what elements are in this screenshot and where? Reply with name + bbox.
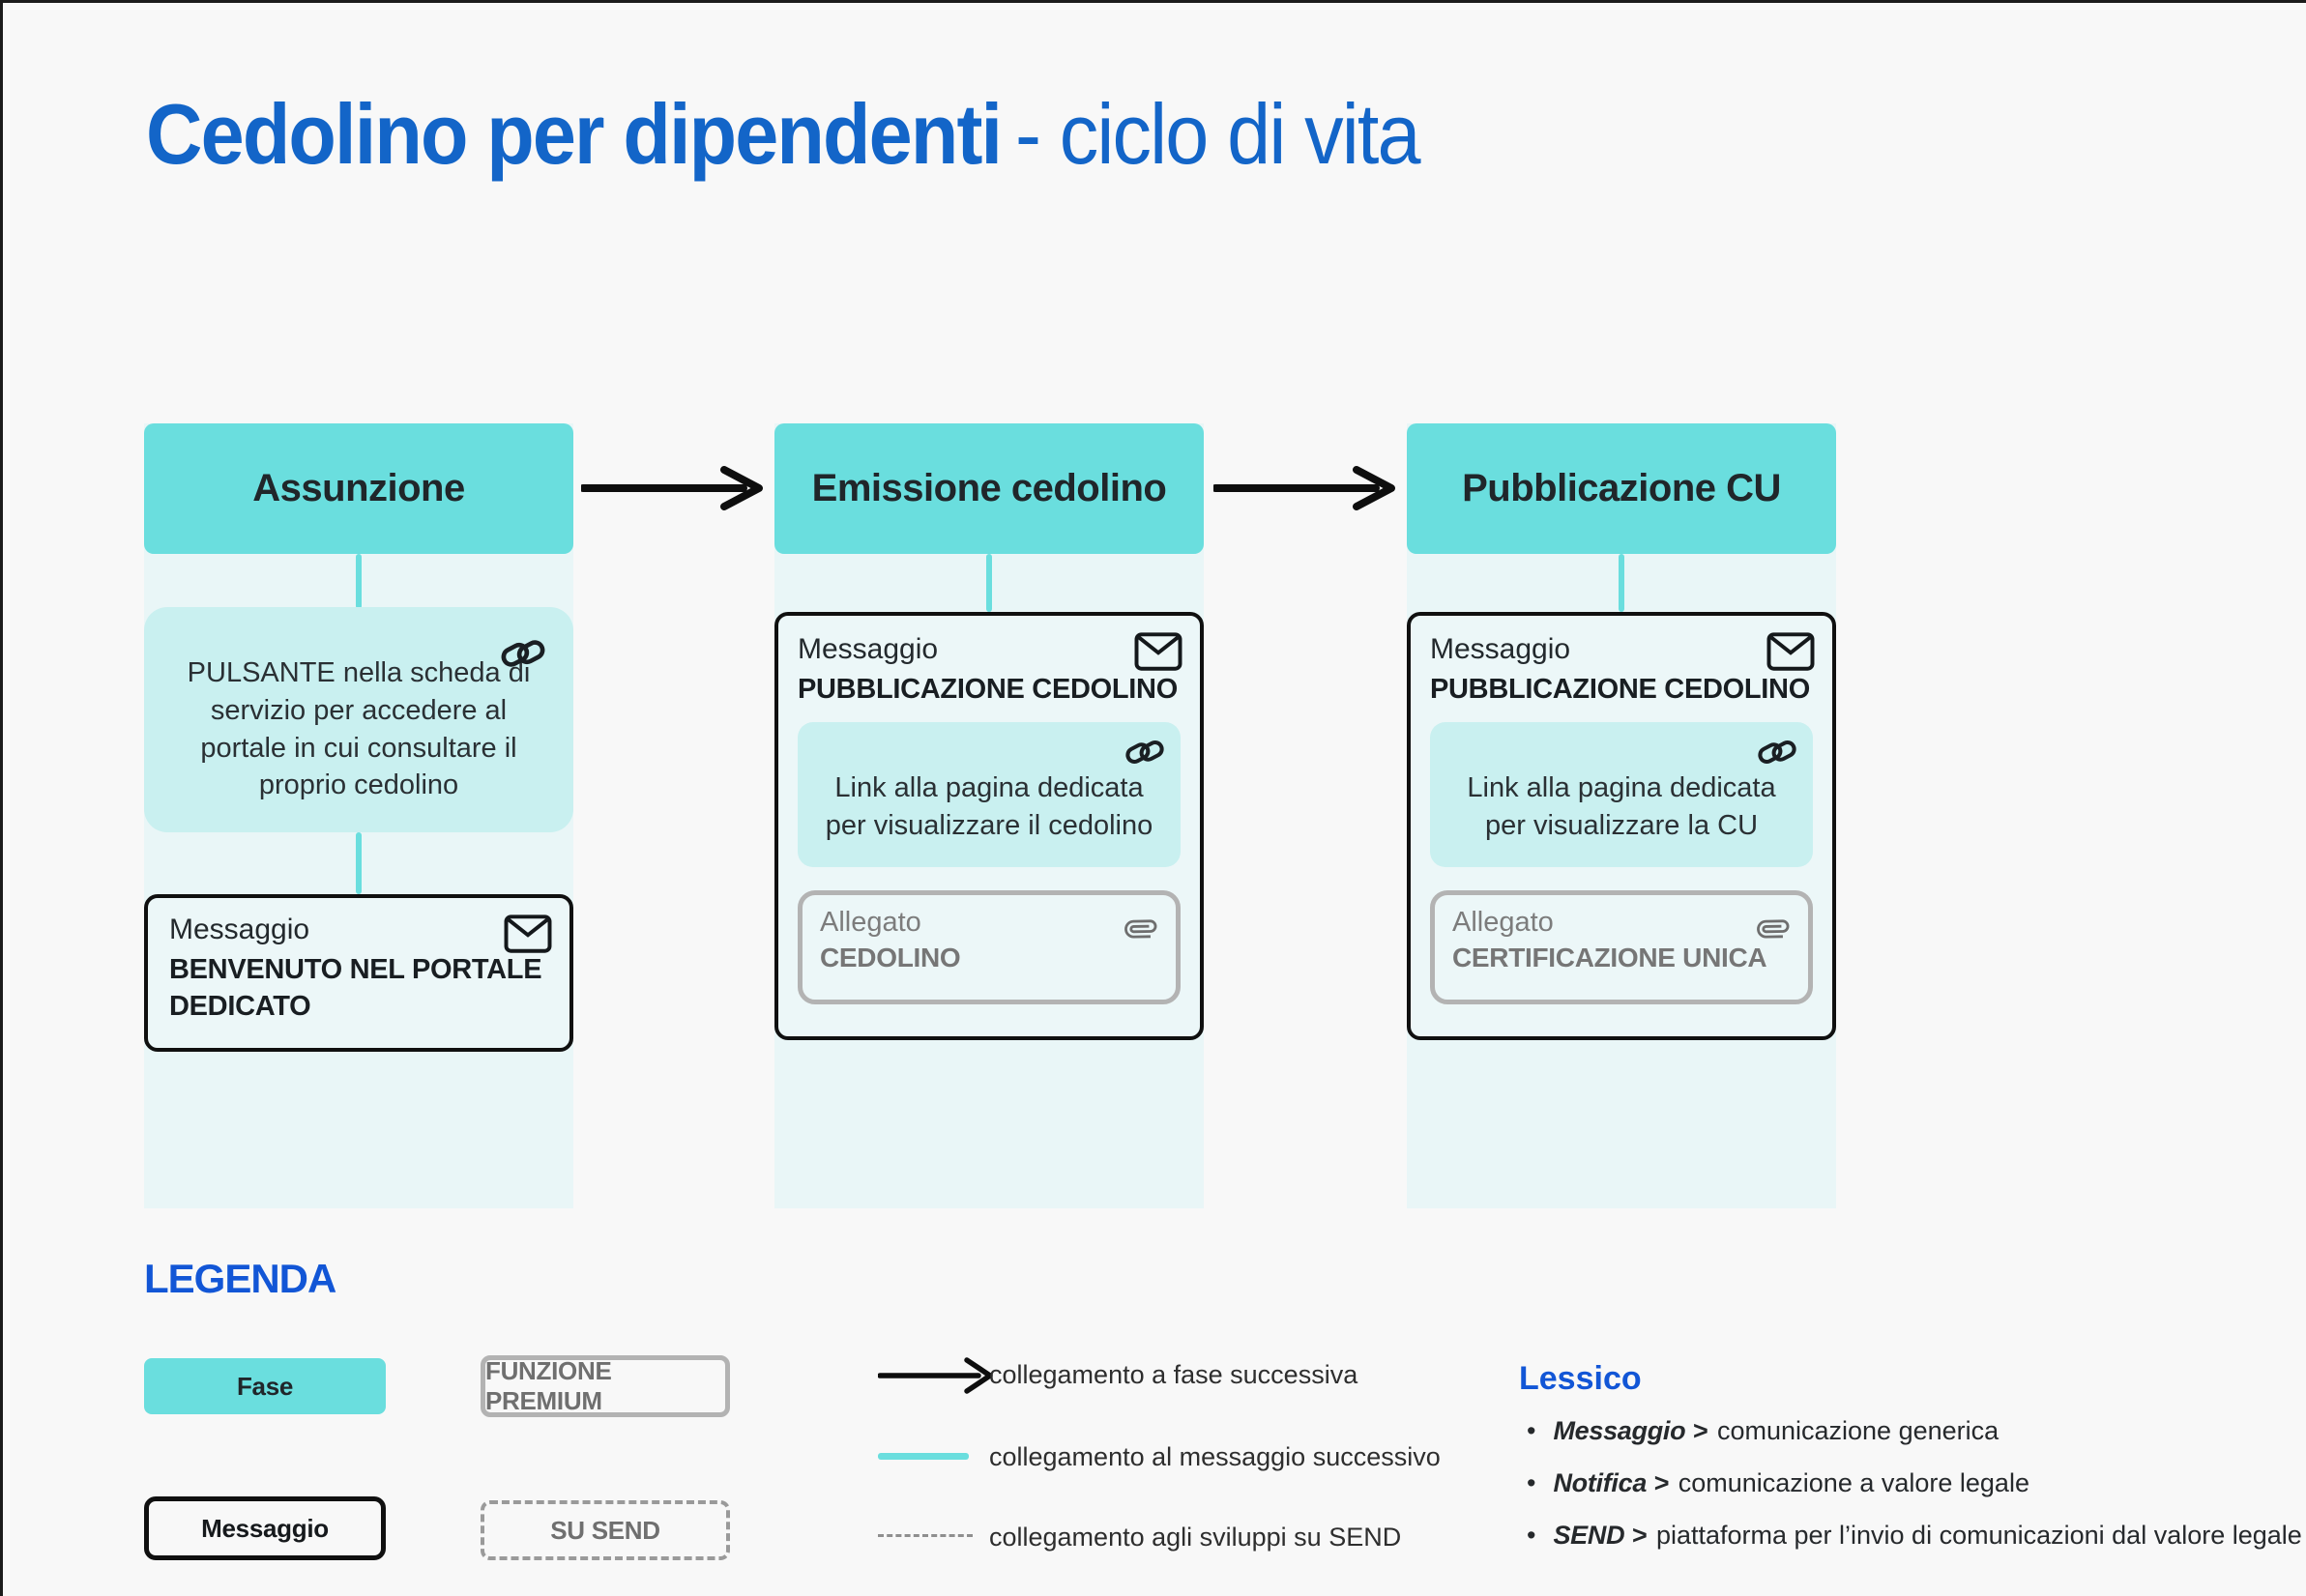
phase-column-emissione-cedolino: Emissione cedolino Messaggio PUBBLICAZIO… [774,423,1204,1208]
link-icon [1757,732,1797,772]
lessico-term: SEND > [1553,1521,1647,1550]
message-label: Messaggio [169,914,310,945]
legend-fase-box: Fase [144,1358,386,1414]
envelope-icon [1766,631,1815,672]
legend-teal-line [878,1453,969,1460]
page-title: Cedolino per dipendenti- ciclo di vita [146,86,1421,182]
page-title-bold: Cedolino per dipendenti [146,86,1003,182]
phase-column-assunzione: Assunzione PULSANTE nella scheda di serv… [144,423,573,1208]
attachment-card: Allegato CEDOLINO [798,889,1181,1004]
legend-dashed-line-label: collegamento agli sviluppi su SEND [989,1523,1402,1552]
bullet-icon: • [1527,1416,1536,1445]
page-title-subtitle: - ciclo di vita [1014,86,1421,182]
lessico-entry: • Messaggio > comunicazione generica [1527,1416,2302,1446]
connector-line [1619,554,1624,612]
link-card-text: Link alla pagina dedicata per visualizza… [825,771,1153,841]
link-icon [1124,732,1165,772]
bullet-icon: • [1527,1468,1536,1497]
message-title: PUBBLICAZIONE CEDOLINO [1430,674,1810,705]
arrow-next-phase [1213,466,1395,510]
lessico-definition: comunicazione a valore legale [1678,1468,2029,1497]
lessico-entry: • Notifica > comunicazione a valore lega… [1527,1468,2302,1498]
phase-header: Assunzione [144,423,573,554]
legend-arrow-label: collegamento a fase successiva [989,1360,1358,1389]
link-card-text: Link alla pagina dedicata per visualizza… [1467,771,1776,841]
lessico-entry: • SEND > piattaforma per l’invio di comu… [1527,1521,2302,1551]
lessico-list: • Messaggio > comunicazione generica • N… [1527,1416,2302,1573]
envelope-icon [504,914,552,954]
legend-teal-line-label: collegamento al messaggio successivo [989,1442,1441,1471]
attachment-card: Allegato CERTIFICAZIONE UNICA [1430,889,1813,1004]
lessico-definition: comunicazione generica [1716,1416,2000,1445]
legend-black-arrow [878,1357,993,1394]
paperclip-icon [1754,907,1793,951]
legend-su-send-box: SU SEND [481,1500,730,1560]
legend-funzione-premium-box: FUNZIONE PREMIUM [481,1355,730,1417]
link-card: Link alla pagina dedicata per visualizza… [798,721,1181,867]
legend-dashed-line [878,1534,973,1537]
lessico-heading: Lessico [1519,1360,1642,1397]
envelope-icon [1134,631,1182,672]
link-icon [500,630,546,677]
phase-header: Pubblicazione CU [1407,423,1836,554]
paperclip-icon [1122,907,1160,951]
message-card: Messaggio BENVENUTO NEL PORTALE DEDICATO [144,894,573,1052]
connector-line [986,554,992,612]
legend-heading: LEGENDA [144,1256,336,1301]
lessico-term: Messaggio > [1553,1416,1708,1445]
message-title: BENVENUTO NEL PORTALE DEDICATO [169,954,542,1022]
lessico-definition: piattaforma per l’invio di comunicazioni… [1655,1521,2302,1550]
link-card: PULSANTE nella scheda di servizio per ac… [144,607,573,832]
attachment-title: CERTIFICAZIONE UNICA [1452,942,1767,972]
connector-line [356,832,362,894]
link-card: Link alla pagina dedicata per visualizza… [1430,721,1813,867]
lessico-term: Notifica > [1553,1468,1669,1497]
legend-messaggio-box: Messaggio [144,1496,386,1560]
message-card: Messaggio PUBBLICAZIONE CEDOLINO Link al… [774,612,1204,1040]
phase-column-pubblicazione-cu: Pubblicazione CU Messaggio PUBBLICAZIONE… [1407,423,1836,1208]
arrow-next-phase [581,466,763,510]
message-label: Messaggio [1430,633,1571,665]
message-card: Messaggio PUBBLICAZIONE CEDOLINO Link al… [1407,612,1836,1040]
message-label: Messaggio [798,633,939,665]
phase-header: Emissione cedolino [774,423,1204,554]
attachment-label: Allegato [1452,906,1554,938]
bullet-icon: • [1527,1521,1536,1550]
message-title: PUBBLICAZIONE CEDOLINO [798,674,1178,705]
link-card-text: PULSANTE nella scheda di servizio per ac… [187,656,531,801]
connector-line [356,554,362,609]
attachment-label: Allegato [820,906,921,938]
attachment-title: CEDOLINO [820,942,961,972]
